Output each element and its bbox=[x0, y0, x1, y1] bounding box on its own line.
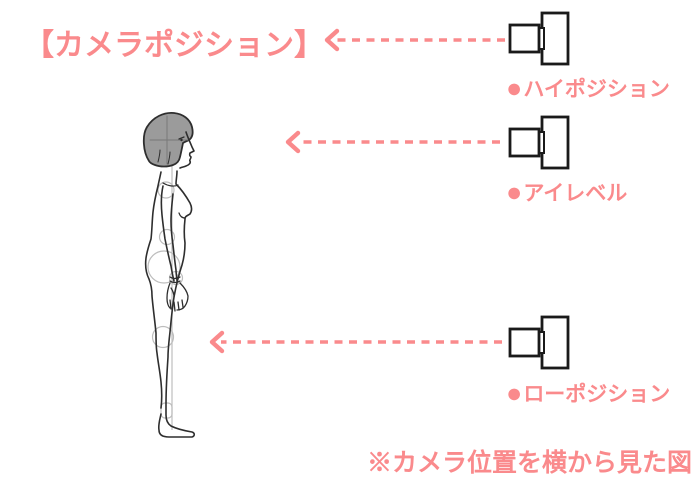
camera-label-text: アイレベル bbox=[523, 182, 628, 205]
camera-label-low: ● ローポジション bbox=[506, 378, 670, 408]
figure-face bbox=[179, 131, 195, 169]
camera-label-eye: ● アイレベル bbox=[506, 177, 627, 207]
arrow-eye-level bbox=[285, 130, 500, 154]
figure-illustration bbox=[142, 112, 196, 438]
figure-arm bbox=[160, 185, 175, 282]
camera-icon-low bbox=[508, 315, 570, 370]
arrow-high-position bbox=[324, 28, 505, 52]
bullet-icon: ● bbox=[506, 177, 523, 207]
figure-back-contour bbox=[144, 171, 163, 409]
bullet-icon: ● bbox=[506, 378, 523, 408]
camera-icon-high bbox=[508, 11, 570, 66]
camera-icon-eye bbox=[508, 115, 570, 170]
bullet-icon: ● bbox=[506, 73, 523, 103]
camera-label-text: ローポジション bbox=[523, 383, 671, 406]
arrow-low-position bbox=[209, 330, 502, 354]
figure-front-contour bbox=[157, 170, 196, 438]
figure-hand bbox=[166, 276, 189, 312]
camera-label-text: ハイポジション bbox=[523, 78, 670, 101]
camera-label-high: ● ハイポジション bbox=[506, 73, 670, 103]
page-title: 【カメラポジション】 bbox=[24, 29, 324, 62]
note-caption: ※カメラ位置を横から見た図 bbox=[366, 449, 692, 477]
camera-arrows bbox=[209, 28, 505, 354]
figure-guides bbox=[147, 122, 184, 430]
